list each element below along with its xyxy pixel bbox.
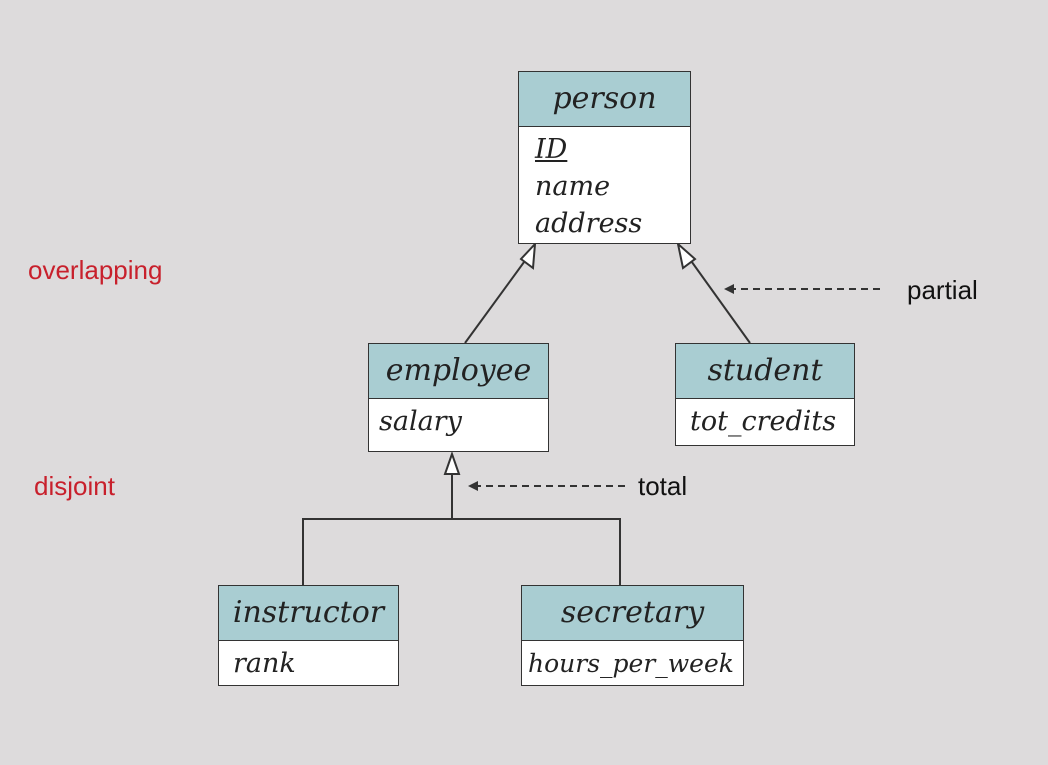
disjoint-label: disjoint	[34, 471, 115, 501]
entity-student: student tot_credits	[675, 343, 855, 446]
entity-employee-name: employee	[369, 344, 548, 399]
employee-isa-line	[464, 257, 528, 344]
attribute-rank: rank	[233, 648, 296, 679]
employee-specialization-arrowhead	[443, 450, 461, 475]
partial-pointer-arrowhead	[724, 284, 734, 294]
entity-secretary-name: secretary	[522, 586, 743, 641]
attribute-name: name	[535, 171, 611, 202]
entity-student-attributes: tot_credits	[676, 399, 854, 440]
entity-secretary: secretary hours_per_week	[521, 585, 744, 686]
entity-instructor-attributes: rank	[219, 641, 398, 682]
employee-specialization-branch	[302, 518, 621, 585]
entity-person: person ID name address	[518, 71, 691, 244]
attribute-tot-credits: tot_credits	[690, 406, 837, 437]
attribute-hours-per-week: hours_per_week	[528, 649, 734, 678]
student-isa-line	[688, 257, 751, 344]
partial-label: partial	[907, 275, 978, 305]
entity-person-name: person	[519, 72, 690, 127]
overlapping-label: overlapping	[28, 255, 163, 285]
total-pointer-arrowhead	[468, 481, 478, 491]
attribute-address: address	[535, 208, 643, 239]
entity-student-name: student	[676, 344, 854, 399]
attribute-salary: salary	[379, 406, 462, 437]
entity-instructor-name: instructor	[219, 586, 398, 641]
attribute-id: ID	[535, 134, 568, 165]
student-isa-arrowhead	[676, 241, 697, 270]
entity-employee-attributes: salary	[369, 399, 548, 440]
entity-person-attributes: ID name address	[519, 127, 690, 242]
entity-instructor: instructor rank	[218, 585, 399, 686]
employee-isa-arrowhead	[519, 241, 537, 270]
entity-secretary-attributes: hours_per_week	[522, 641, 743, 682]
total-label: total	[638, 471, 688, 501]
entity-employee: employee salary	[368, 343, 549, 452]
